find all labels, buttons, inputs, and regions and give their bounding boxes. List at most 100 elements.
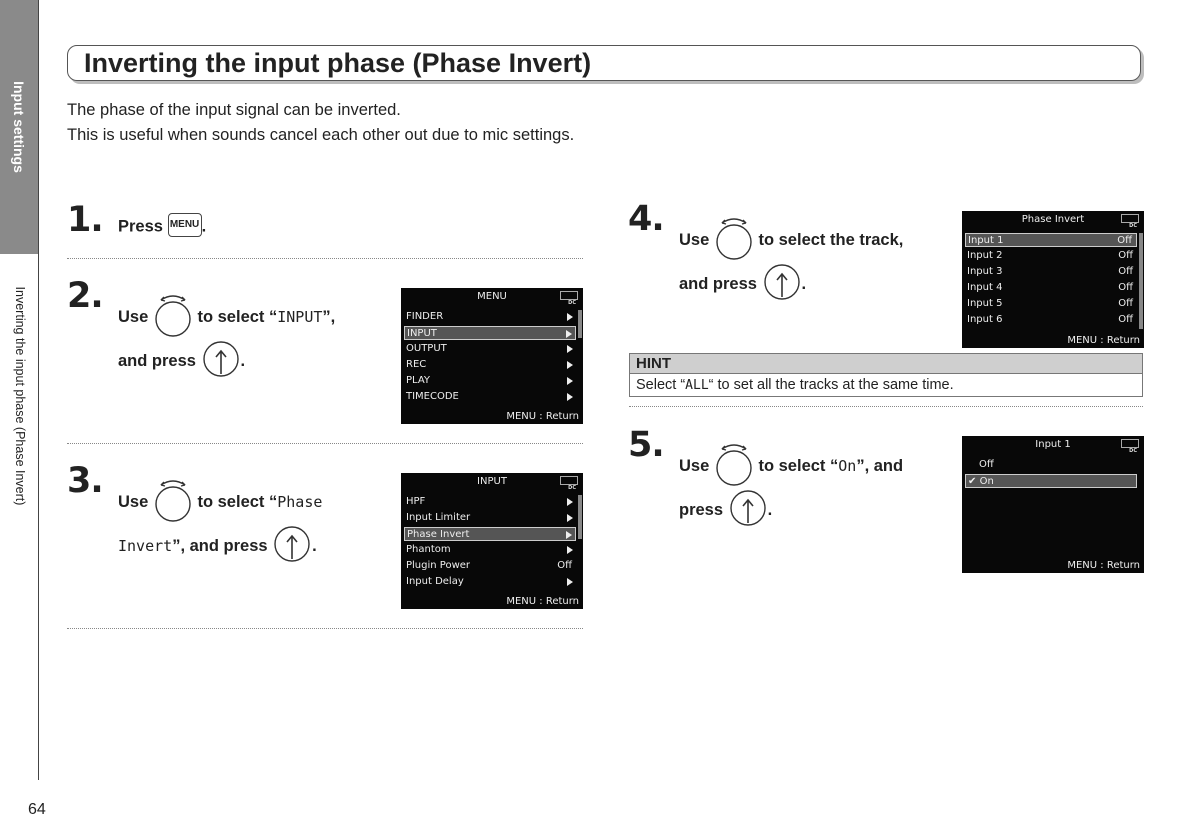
hint-text-after: “ to set all the tracks at the same time… <box>708 377 954 393</box>
step-3-select: to select “ <box>197 492 278 511</box>
lcd-title: MENU <box>477 291 507 302</box>
step-5-close: ”, and <box>856 456 904 475</box>
battery-icon <box>1121 214 1139 223</box>
lcd-item-label: FINDER <box>406 311 444 322</box>
step-2-number: 2. <box>67 276 104 316</box>
lcd-input1-screen: Input 1 DC Off ✔ On MENU : Return <box>962 436 1144 573</box>
lcd-item-label: Plugin Power <box>406 560 471 571</box>
sidebar-section-tab: Input settings <box>0 0 38 254</box>
triangle-right-icon <box>567 498 573 506</box>
step-1-text: Press MENU. <box>118 213 207 239</box>
dc-label: DC <box>568 485 576 491</box>
step-5-number: 5. <box>628 425 665 465</box>
rotate-dial-icon <box>153 477 193 528</box>
lcd-option-on: ✔ On <box>965 474 1137 488</box>
triangle-right-icon <box>567 393 573 401</box>
lcd-footer: MENU : Return <box>1067 560 1140 571</box>
lcd-item-value: Off <box>1118 298 1133 309</box>
lcd-item-label: Off <box>979 459 994 470</box>
lcd-menu-item-timecode: TIMECODE <box>404 390 576 404</box>
lcd-item-label: Input 6 <box>967 314 1003 325</box>
lcd-item-label: Input Limiter <box>406 512 471 523</box>
dc-label: DC <box>1129 448 1137 454</box>
step-3-value-a: Phase <box>277 492 323 511</box>
triangle-right-icon <box>567 514 573 522</box>
battery-icon <box>560 291 578 300</box>
lcd-menu-item-finder: FINDER <box>404 310 576 324</box>
step-3-close: ”, and press <box>172 536 268 555</box>
lcd-item-label: On <box>979 476 994 487</box>
hint-text: Select “ALL“ to set all the tracks at th… <box>630 374 1142 397</box>
rotate-dial-icon <box>714 441 754 492</box>
hint-value: ALL <box>685 378 709 393</box>
divider <box>67 443 583 444</box>
step-2-close: ”, <box>322 307 336 326</box>
step-2-line-2: and press . <box>118 340 245 383</box>
lcd-item-value: Off <box>1118 314 1133 325</box>
lcd-input-item-limiter: Input Limiter <box>404 511 576 525</box>
title-box: Inverting the input phase (Phase Invert) <box>67 45 1141 81</box>
lcd-item-value: Off <box>1118 282 1133 293</box>
step-3-value-b: Invert <box>118 536 173 555</box>
hint-heading: HINT <box>630 354 1142 374</box>
lcd-input-screen: INPUT DC HPF Input Limiter Phase Invert … <box>401 473 583 609</box>
menu-key-icon: MENU <box>167 213 202 237</box>
lcd-item-label: Input 3 <box>967 266 1003 277</box>
step-4-use: Use <box>679 230 710 249</box>
lcd-item-label: Input 1 <box>968 235 1004 246</box>
sidebar: Input settings Inverting the input phase… <box>0 0 39 780</box>
press-dial-icon <box>272 525 312 568</box>
hint-box: HINT Select “ALL“ to set all the tracks … <box>629 353 1143 397</box>
step-2-end: . <box>240 351 246 370</box>
scrollbar <box>578 310 582 338</box>
page-number: 64 <box>28 801 46 818</box>
lcd-input-item-phantom: Phantom <box>404 543 576 557</box>
step-1-end: . <box>201 217 207 236</box>
divider <box>67 628 583 629</box>
lcd-input-item-input-delay: Input Delay <box>404 575 576 589</box>
step-2-select: to select “ <box>197 307 278 326</box>
sidebar-page-label: Inverting the input phase (Phase Invert) <box>13 286 27 506</box>
lcd-footer: MENU : Return <box>506 411 579 422</box>
step-1-press: Press <box>118 217 163 236</box>
intro-line-1: The phase of the input signal can be inv… <box>67 101 401 119</box>
step-5-select: to select “ <box>758 456 839 475</box>
step-5-line-2: press . <box>679 489 772 532</box>
lcd-footer: MENU : Return <box>506 596 579 607</box>
step-1-number: 1. <box>67 200 104 240</box>
divider <box>629 406 1143 407</box>
triangle-right-icon <box>566 330 572 338</box>
press-dial-icon <box>762 263 802 306</box>
lcd-title: Input 1 <box>1035 439 1071 450</box>
triangle-right-icon <box>567 345 573 353</box>
dc-label: DC <box>1129 223 1137 229</box>
sidebar-section-label: Input settings <box>11 81 27 173</box>
step-5-end: . <box>767 500 773 519</box>
lcd-option-off: Off <box>965 458 1137 472</box>
step-2-line-1: Use to select “INPUT”, <box>118 292 335 343</box>
lcd-item-label: Phantom <box>406 544 451 555</box>
dc-label: DC <box>568 300 576 306</box>
page-title: Inverting the input phase (Phase Invert) <box>84 48 592 78</box>
step-3-end: . <box>312 536 317 555</box>
lcd-item-label: Input 2 <box>967 250 1003 261</box>
step-4-line-2: and press . <box>679 263 806 306</box>
rotate-dial-icon <box>153 292 193 343</box>
lcd-item-label: HPF <box>406 496 426 507</box>
rotate-dial-icon <box>714 215 754 266</box>
lcd-input-item-phase-invert: Phase Invert <box>404 527 576 541</box>
step-4-line-1: Use to select the track, <box>679 215 903 266</box>
step-5-use: Use <box>679 456 710 475</box>
intro-line-2: This is useful when sounds cancel each o… <box>67 126 575 144</box>
step-3-line-2: Invert”, and press . <box>118 525 317 568</box>
hint-text-before: Select “ <box>636 377 686 393</box>
lcd-item-value: Off <box>557 560 572 571</box>
lcd-title: INPUT <box>477 476 507 487</box>
step-3-number: 3. <box>67 461 104 501</box>
step-4-select: to select the track, <box>758 230 904 249</box>
step-4-and-press: and press <box>679 274 757 293</box>
divider <box>67 258 583 259</box>
lcd-menu-item-input: INPUT <box>404 326 576 340</box>
